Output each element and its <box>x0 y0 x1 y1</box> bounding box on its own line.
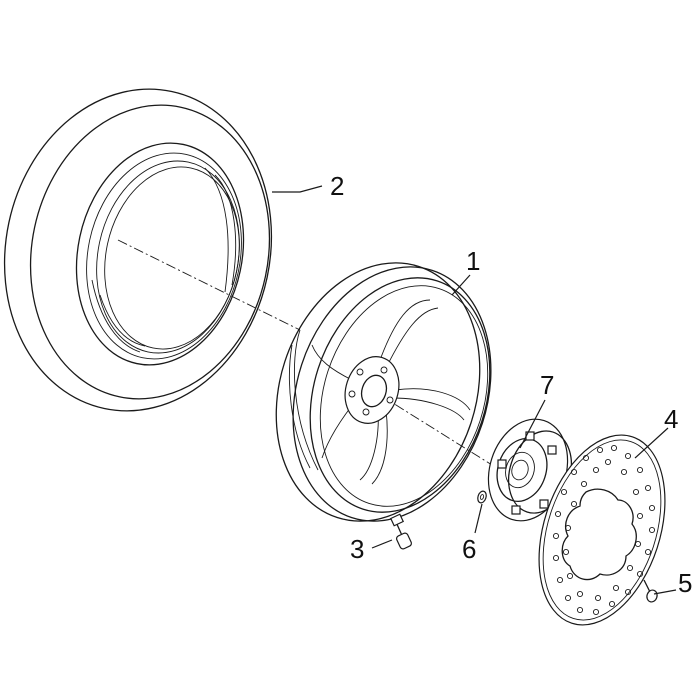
callout-disc-screw: 5 <box>678 568 692 598</box>
callout-valve: 3 <box>350 534 364 564</box>
washer-part <box>477 490 487 504</box>
callout-brake-disc: 4 <box>664 404 678 434</box>
brake-disc-part <box>538 434 666 626</box>
rim-part <box>275 262 492 522</box>
hub-part <box>487 418 572 522</box>
valve-part <box>389 513 413 550</box>
callout-washer: 6 <box>462 534 476 564</box>
callout-tyre: 2 <box>330 171 344 201</box>
tyre-part <box>3 88 273 412</box>
disc-holes <box>552 444 656 616</box>
callout-rim: 1 <box>466 246 480 276</box>
disc-screw-part <box>643 579 658 603</box>
callout-hub: 7 <box>540 370 554 400</box>
callout-leaders <box>272 185 677 595</box>
